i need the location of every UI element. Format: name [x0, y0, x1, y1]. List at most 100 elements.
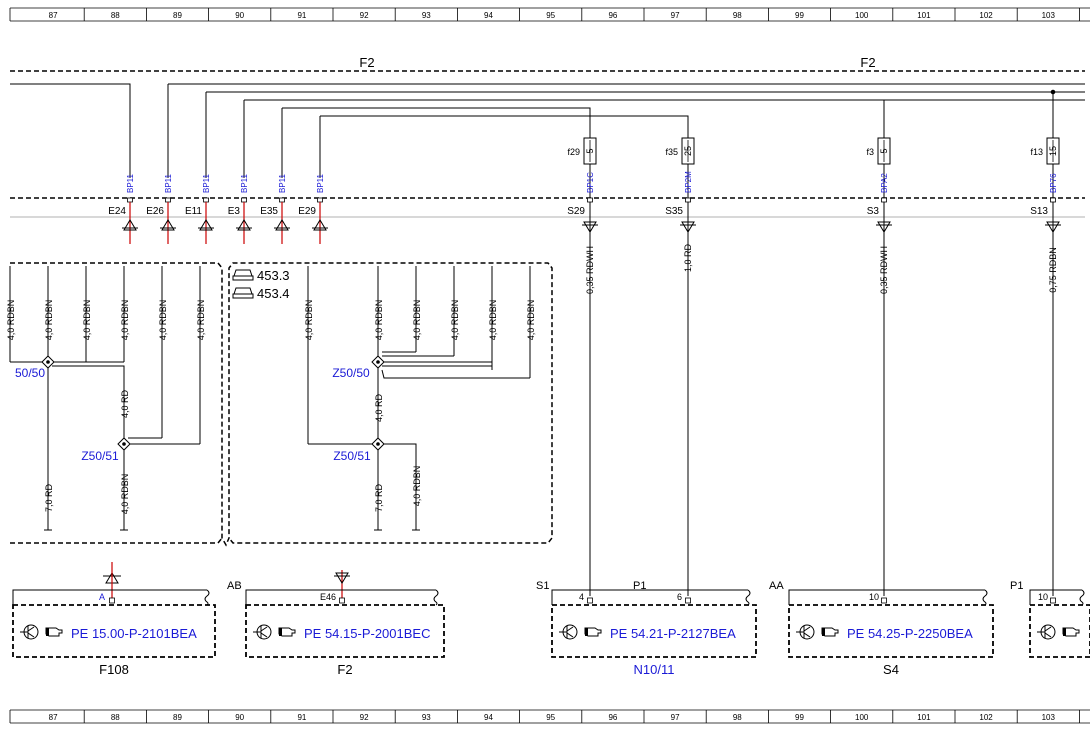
wire-label: 4,0 RDBN — [120, 300, 130, 341]
left-splice-symbols: 50/50 Z50/51 4,0 RDBN 4,0 RDBN 4,0 RDBN … — [6, 300, 206, 531]
ruler-cell: 87 — [49, 11, 58, 20]
ruler-cell: 92 — [360, 11, 369, 20]
component-icon — [1037, 624, 1056, 640]
pointing-hand-icon[interactable] — [821, 627, 839, 637]
ruler-cell: 103 — [1042, 11, 1056, 20]
ruler-cell: 93 — [422, 713, 431, 722]
wire-label: 4,0 RDBN — [158, 300, 168, 341]
pin-number: 10 — [1038, 592, 1048, 602]
ruler-cell: 88 — [111, 713, 120, 722]
splice-label: Z50/51 — [333, 449, 371, 463]
wire-label: 0,35 RDWH — [879, 246, 889, 294]
fuse-bp-label: BP1C — [586, 172, 595, 193]
wire-label: 4,0 RDBN — [412, 300, 422, 341]
bus-pin-bp-label: BP11 — [164, 173, 173, 193]
wire-label: 7,0 RD — [44, 483, 54, 512]
fuse-value: 15 — [1048, 146, 1058, 156]
fuse-pin-label: S29 — [567, 206, 585, 217]
fuse-pin-label: S3 — [867, 206, 880, 217]
wire-label: 1,0 RD — [683, 243, 693, 272]
left-splice-wiring — [9, 266, 201, 530]
ruler-cell: 93 — [422, 11, 431, 20]
wire-label: 4,0 RD — [120, 389, 130, 418]
ruler-cell: 92 — [360, 713, 369, 722]
wire-label: 4,0 RDBN — [120, 474, 130, 515]
pointing-hand-icon[interactable] — [584, 627, 602, 637]
ruler-cell: 98 — [733, 713, 742, 722]
ruler-cell: 103 — [1042, 713, 1056, 722]
connector-code: AA — [769, 580, 784, 592]
ruler-cell: 90 — [235, 11, 244, 20]
ruler-cell: 91 — [297, 11, 306, 20]
ruler-cell: 91 — [297, 713, 306, 722]
bus-pins: BP11E24BP11E26BP11E11BP11E3BP11E35BP11E2… — [108, 173, 328, 244]
fuse-name: f35 — [665, 147, 678, 157]
ruler-cell: 102 — [979, 713, 993, 722]
fuse-value: 5 — [585, 148, 595, 153]
variant-label: 453.3 — [257, 268, 290, 283]
wire-label: 4,0 RDBN — [304, 300, 314, 341]
wire-label: 0,35 RDWH — [585, 246, 595, 294]
pointing-hand-icon[interactable] — [45, 627, 63, 637]
ruler-cell: 89 — [173, 11, 182, 20]
bus-pin-bp-label: BP11 — [240, 173, 249, 193]
fuse-box-boundary: F2 F2 — [10, 55, 1085, 218]
ruler-cell: 97 — [671, 11, 680, 20]
wire-label: 4,0 RD — [374, 393, 384, 422]
module-name: F2 — [337, 662, 352, 677]
internal-feed-lines — [10, 83, 1085, 178]
module-reference-link[interactable]: PE 54.15-P-2001BEC — [304, 626, 430, 641]
component-icon — [796, 624, 815, 640]
connector-code: AB — [227, 580, 242, 592]
module-partial — [1029, 589, 1090, 658]
wire-label: 4,0 RDBN — [488, 300, 498, 341]
bus-pin-bp-label: BP11 — [278, 173, 287, 193]
fuse-pin-label: S35 — [665, 206, 683, 217]
ruler-cell: 99 — [795, 713, 804, 722]
car-icon — [232, 269, 254, 299]
pointing-hand-icon[interactable] — [1062, 627, 1080, 637]
wire-label: 4,0 RDBN — [412, 466, 422, 507]
module-reference-link[interactable]: PE 54.21-P-2127BEA — [610, 626, 736, 641]
ruler-cell: 101 — [917, 713, 931, 722]
module-n10-11: PE 54.21-P-2127BEA N10/11 — [551, 589, 757, 677]
ruler-cell: 102 — [979, 11, 993, 20]
component-icon — [253, 624, 272, 640]
wire-label: 4,0 RDBN — [82, 300, 92, 341]
bus-pin-bp-label: BP11 — [126, 173, 135, 193]
ruler-cell: 96 — [608, 713, 617, 722]
wire-label: 4,0 RDBN — [374, 300, 384, 341]
module-name: N10/11 — [634, 662, 675, 677]
connector-code: P1 — [633, 580, 646, 592]
pin-number: 10 — [869, 592, 879, 602]
bus-pin-label: E26 — [146, 206, 164, 217]
module-reference-link[interactable]: PE 15.00-P-2101BEA — [71, 626, 197, 641]
ruler-cell: 98 — [733, 11, 742, 20]
component-icon — [20, 624, 39, 640]
ruler-cell: 87 — [49, 713, 58, 722]
output-wires — [111, 236, 1054, 598]
wire-label: 7,0 RD — [374, 483, 384, 512]
fuse-name: f29 — [567, 147, 580, 157]
pointing-hand-icon[interactable] — [278, 627, 296, 637]
fuse-group-label: F2 — [359, 55, 374, 70]
bus-pin-label: E29 — [298, 206, 316, 217]
variant-labels: 453.3 453.4 — [232, 268, 290, 301]
connector-code: P1 — [1010, 580, 1023, 592]
fuse-pin-label: S13 — [1030, 206, 1048, 217]
module-reference-link[interactable]: PE 54.25-P-2250BEA — [847, 626, 973, 641]
connector-label: E46 — [320, 592, 336, 602]
bus-pin-label: E24 — [108, 206, 126, 217]
fuse-name: f13 — [1030, 147, 1043, 157]
fuse-bp-label: BP2M — [684, 171, 693, 193]
ruler-cell: 97 — [671, 713, 680, 722]
